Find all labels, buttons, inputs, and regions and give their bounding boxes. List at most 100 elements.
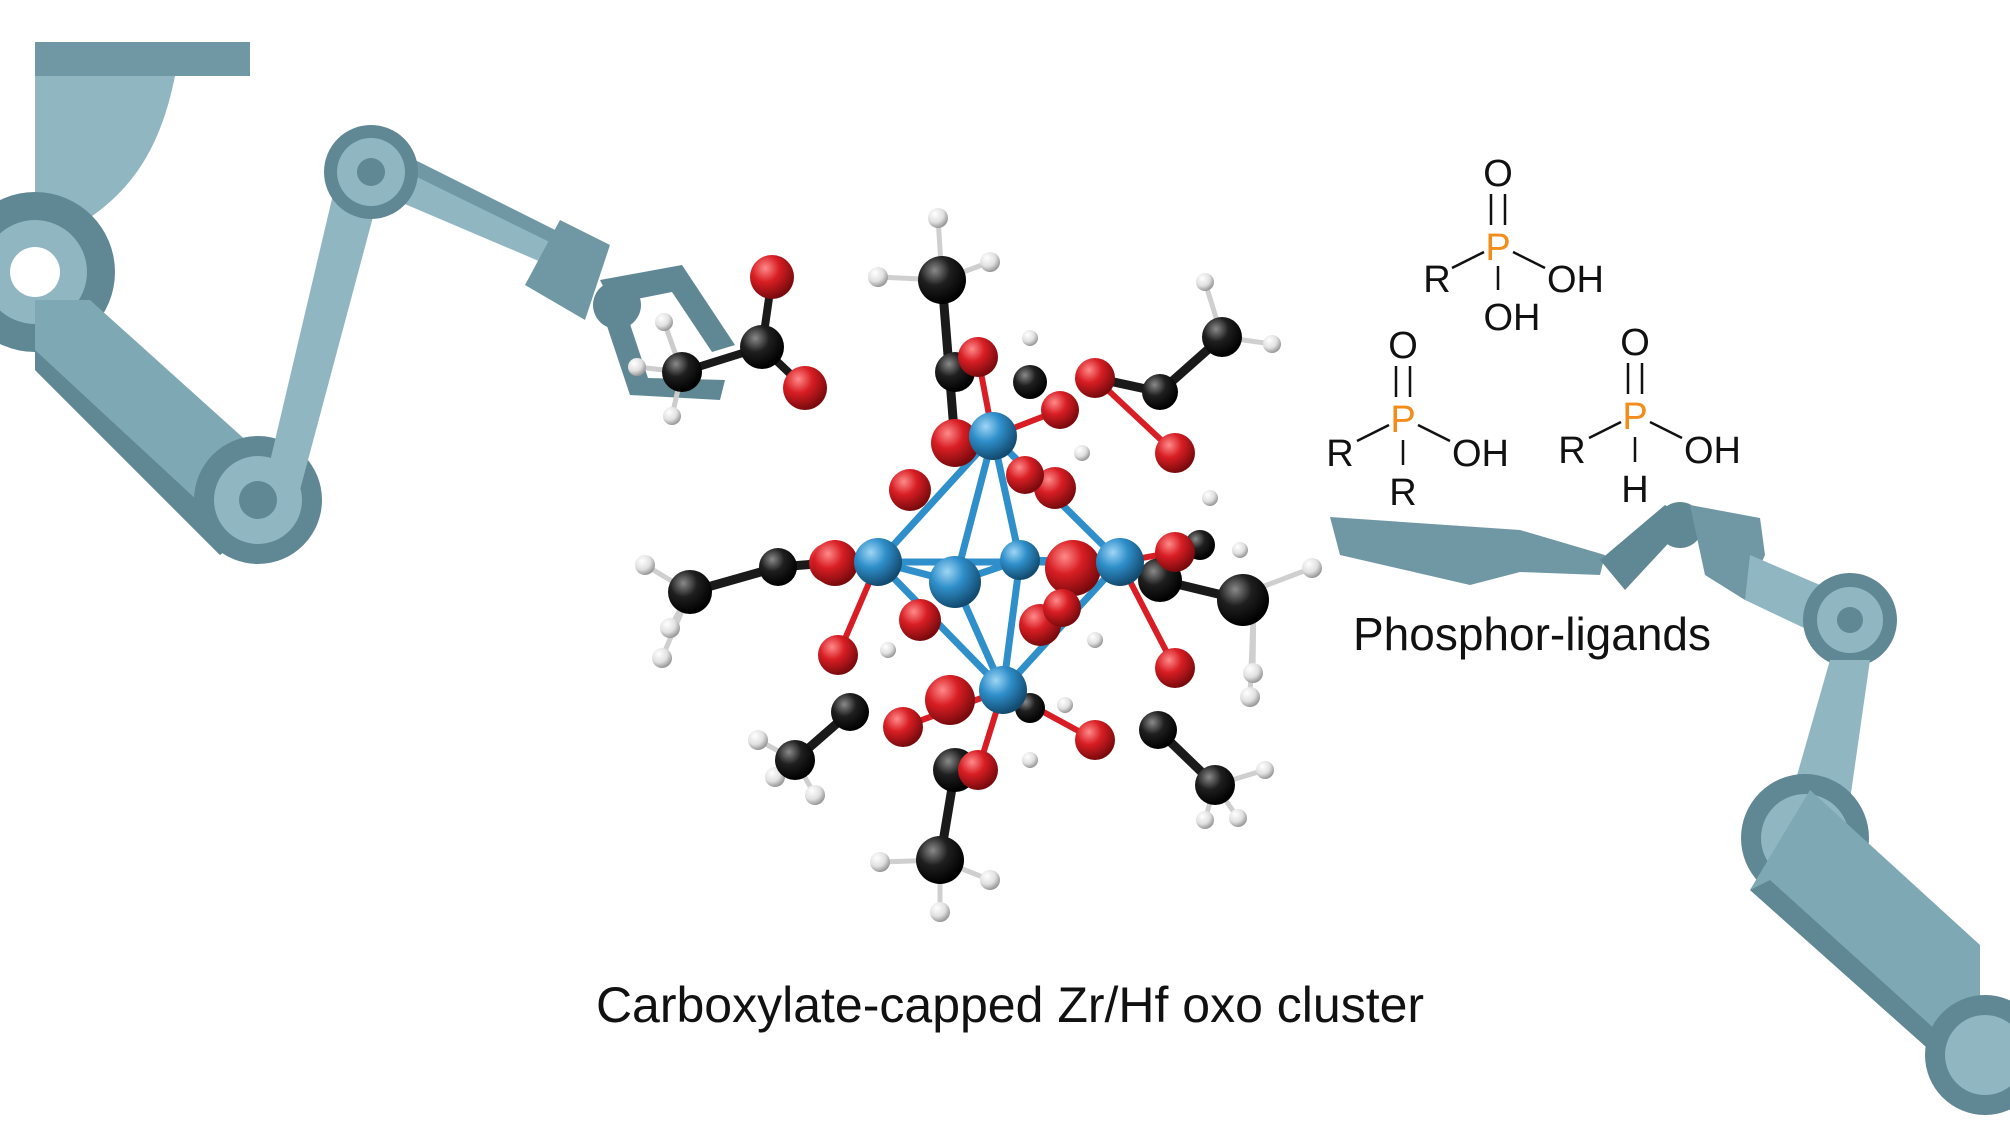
atom-carbon <box>1217 574 1269 626</box>
atom-label-o: O <box>1388 325 1418 367</box>
atom-label-oh: OH <box>1684 430 1741 472</box>
atom-label-oh: OH <box>1547 259 1604 301</box>
phosphonic-acid-structure: O P R OH OH <box>1423 153 1604 339</box>
atom-hydrogen <box>1263 335 1281 353</box>
atom-label-p: P <box>1390 399 1415 441</box>
atom-oxygen <box>1075 358 1115 398</box>
robot-arm-right-gripper-pivot <box>1657 502 1703 548</box>
atom-hydrogen <box>870 852 890 872</box>
atom-oxygen <box>1034 467 1076 509</box>
robot-arm-right <box>1330 502 2010 1115</box>
atom-hydrogen <box>1022 752 1038 768</box>
atom-hydrogen <box>1087 632 1103 648</box>
robot-arm-right-gripper-jaw <box>1330 517 1605 585</box>
atom-hydrogen <box>980 870 1000 890</box>
atom-oxygen <box>1155 532 1195 572</box>
atom-oxygen <box>958 750 998 790</box>
atom-label-o: O <box>1483 153 1513 195</box>
atom-hydrogen <box>663 407 681 425</box>
atom-oxygen <box>1043 589 1081 627</box>
atom-hydrogen <box>980 252 1000 272</box>
atom-label-oh: OH <box>1484 297 1541 339</box>
robot-arm-left <box>0 42 735 564</box>
atom-oxygen <box>925 675 975 725</box>
atom-hydrogen <box>1057 697 1073 713</box>
atom-carbon <box>662 352 702 392</box>
h-phosphinic-acid-structure: O P R OH H <box>1558 322 1741 511</box>
atom-oxygen <box>931 419 979 467</box>
atom-label-oh: OH <box>1452 433 1509 475</box>
atom-zirconium <box>969 412 1017 460</box>
robot-arm-left-base <box>35 76 175 240</box>
robot-arm-right-upper-segment <box>1790 660 1870 800</box>
atom-hydrogen <box>1302 558 1322 578</box>
atom-oxygen <box>818 635 858 675</box>
atom-carbon <box>916 836 964 884</box>
atom-oxygen <box>750 255 794 299</box>
atom-hydrogen <box>1256 761 1274 779</box>
cluster-metal-atoms <box>854 412 1144 714</box>
atom-carbon <box>759 548 797 586</box>
atom-hydrogen <box>1229 809 1247 827</box>
atom-hydrogen <box>868 267 888 287</box>
atom-carbon <box>831 693 869 731</box>
atom-oxygen <box>1006 456 1044 494</box>
atom-hydrogen <box>1196 273 1214 291</box>
atom-hydrogen <box>1022 330 1038 346</box>
atom-oxygen <box>958 337 998 377</box>
atom-hydrogen <box>928 208 948 228</box>
atom-zirconium <box>854 538 902 586</box>
atom-carbon <box>775 740 815 780</box>
cluster-oxygen-atoms <box>809 337 1195 790</box>
atom-label-p: P <box>1622 396 1647 438</box>
atom-hydrogen <box>880 642 896 658</box>
free-acetate-molecule <box>628 255 827 425</box>
atom-carbon <box>1139 711 1177 749</box>
atom-hydrogen <box>1196 811 1214 829</box>
atom-oxygen <box>783 366 827 410</box>
atom-oxygen <box>1155 648 1195 688</box>
atom-oxygen <box>1155 433 1195 473</box>
atom-carbon <box>668 570 712 614</box>
atom-hydrogen <box>652 648 672 668</box>
atom-label-r: R <box>1326 433 1353 475</box>
atom-hydrogen <box>1202 490 1218 506</box>
atom-oxygen <box>899 599 941 641</box>
atom-zirconium <box>929 556 981 608</box>
atom-carbon <box>1195 765 1235 805</box>
atom-oxygen <box>1045 540 1101 596</box>
robot-arm-left-gripper-jaw-upper <box>600 265 735 352</box>
atom-label-r: R <box>1423 259 1450 301</box>
cluster-caption: Carboxylate-capped Zr/Hf oxo cluster <box>596 977 1424 1033</box>
robot-arm-left-gripper-head <box>525 220 610 320</box>
atom-carbon <box>1142 374 1178 410</box>
atom-zirconium <box>1096 538 1144 586</box>
atom-hydrogen <box>660 618 680 638</box>
atom-zirconium <box>1000 540 1040 580</box>
robot-arm-right-gripper-head <box>1690 505 1765 600</box>
atom-carbon <box>1202 317 1242 357</box>
atom-carbon <box>918 256 966 304</box>
robot-arm-left-mount <box>35 42 250 76</box>
atom-hydrogen <box>1240 687 1260 707</box>
atom-oxygen <box>1041 391 1079 429</box>
atom-label-o: O <box>1620 322 1650 364</box>
atom-hydrogen <box>628 358 646 376</box>
atom-hydrogen <box>1232 542 1248 558</box>
atom-label-h: H <box>1621 469 1648 511</box>
atom-hydrogen <box>805 785 825 805</box>
atom-label-r: R <box>1558 430 1585 472</box>
atom-oxygen <box>883 707 923 747</box>
ligands-caption: Phosphor-ligands <box>1353 608 1711 660</box>
atom-oxygen <box>1075 720 1115 760</box>
atom-zirconium <box>979 666 1027 714</box>
atom-hydrogen <box>1243 663 1263 683</box>
atom-hydrogen <box>930 902 950 922</box>
atom-label-p: P <box>1485 227 1510 269</box>
oxo-cluster-model <box>635 208 1322 922</box>
phosphinic-acid-structure: O P R OH R <box>1326 325 1509 514</box>
atom-label-r: R <box>1389 472 1416 514</box>
atom-hydrogen <box>635 555 655 575</box>
atom-oxygen <box>889 469 931 511</box>
